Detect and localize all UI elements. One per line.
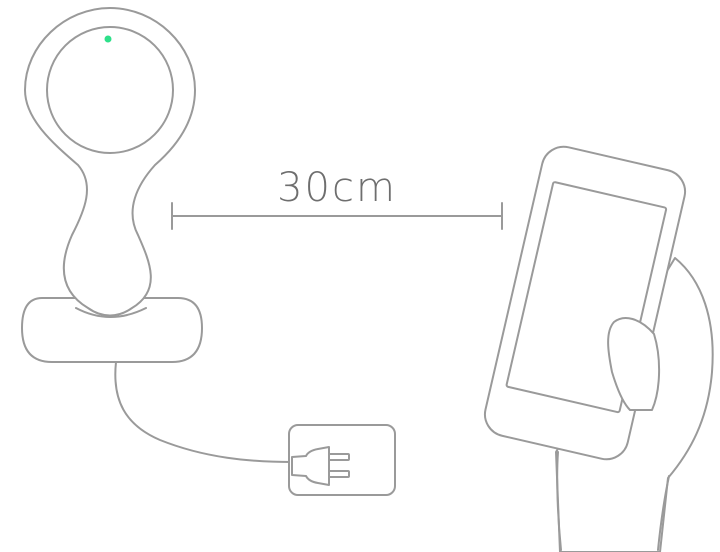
distance-label: 30cm [277, 165, 397, 211]
camera-stand [21, 297, 203, 363]
hand-icon [556, 317, 670, 551]
baby-monitor-camera-icon [21, 7, 203, 363]
camera-neck-seam [75, 307, 147, 318]
plug-prong-top [328, 453, 350, 461]
power-plug-icon [288, 424, 396, 496]
camera-face [46, 26, 174, 154]
plug-prong-bottom [328, 470, 350, 478]
hand-wrist-left [556, 451, 562, 551]
status-led-icon [104, 35, 112, 43]
power-cable [114, 361, 293, 463]
plug-connector [291, 446, 330, 486]
hand-wrist-right [657, 475, 670, 551]
distance-indicator: 30cm [171, 165, 503, 230]
hand-thumb [607, 317, 661, 411]
